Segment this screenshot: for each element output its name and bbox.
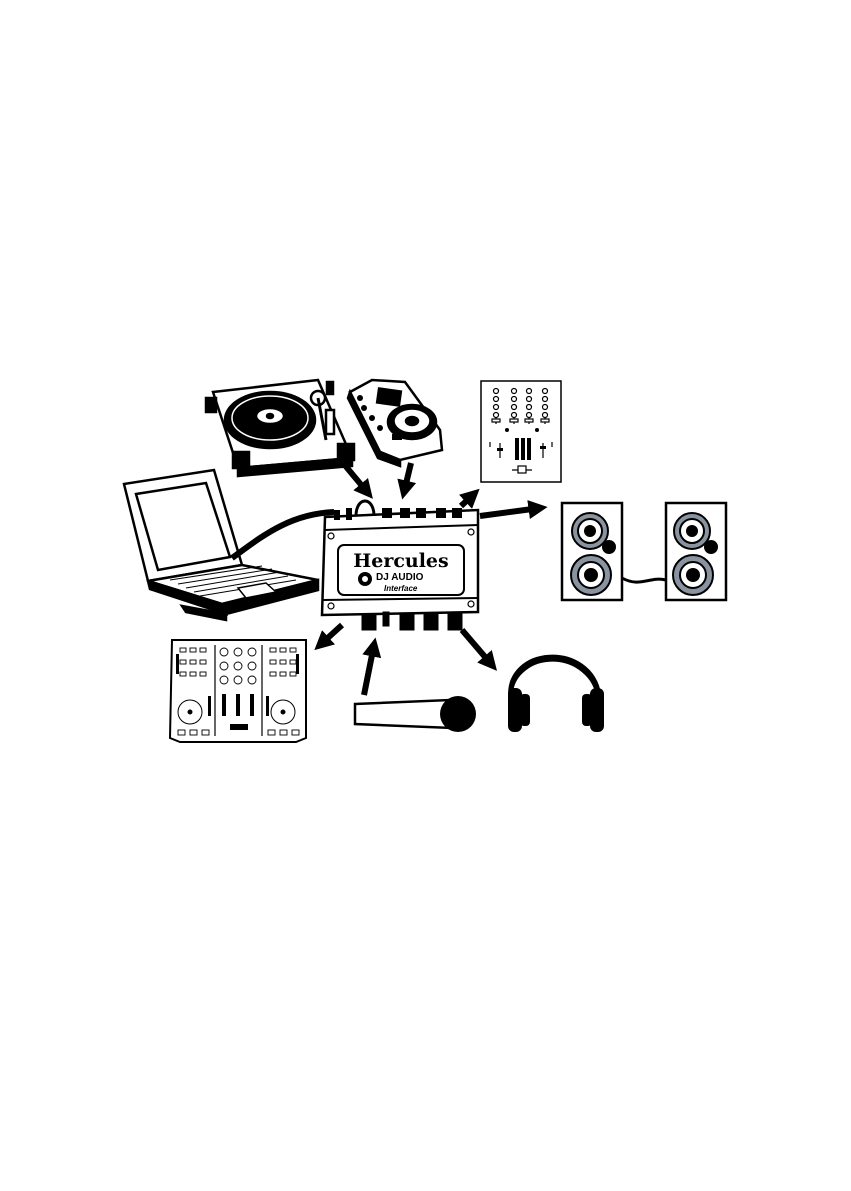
product-subtitle: Interface <box>384 584 418 593</box>
cd-player-icon <box>348 380 442 466</box>
speakers-icon <box>562 503 726 600</box>
product-name: DJ AUDIO <box>376 572 424 583</box>
laptop-icon <box>124 470 318 620</box>
microphone-icon <box>355 696 476 732</box>
headphones-icon <box>508 658 604 732</box>
turntable-icon <box>206 380 354 476</box>
brand-logo: Hercules <box>353 550 448 572</box>
cable-icon <box>232 512 334 558</box>
dj-controller-icon <box>170 640 306 742</box>
audio-interface-icon: Hercules DJ AUDIO Interface <box>322 501 478 630</box>
mixer-icon <box>481 381 561 482</box>
